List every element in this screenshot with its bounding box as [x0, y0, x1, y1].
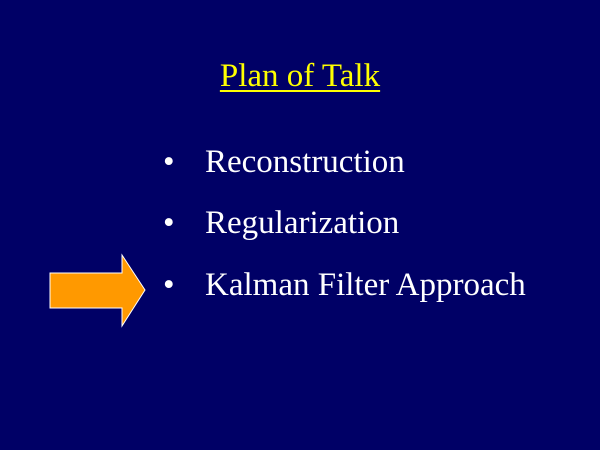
- bullet-icon: •: [163, 144, 175, 180]
- bullet-label: Reconstruction: [205, 144, 405, 180]
- slide-title: Plan of Talk: [219, 58, 381, 94]
- bullet-item-reconstruction: • Reconstruction: [163, 144, 405, 181]
- arrow-right-icon: [49, 253, 146, 328]
- bullet-label: Regularization: [205, 205, 400, 241]
- bullet-label: Kalman Filter Approach: [205, 267, 526, 303]
- bullet-item-regularization: • Regularization: [163, 205, 399, 242]
- bullet-icon: •: [163, 267, 175, 303]
- bullet-item-kalman-filter-approach: • Kalman Filter Approach: [163, 267, 526, 304]
- bullet-icon: •: [163, 205, 175, 241]
